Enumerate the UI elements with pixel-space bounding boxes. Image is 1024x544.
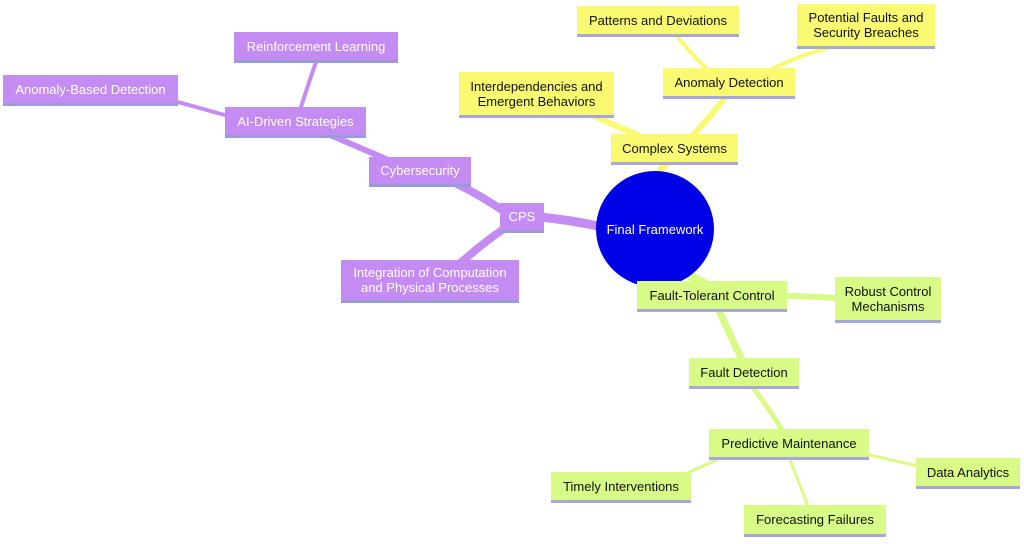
node-robust-control[interactable]: Robust Control Mechanisms xyxy=(835,277,941,323)
node-anomaly-detection[interactable]: Anomaly Detection xyxy=(663,68,795,99)
edge-cps-cybersecurity xyxy=(451,179,509,216)
node-timely-interventions[interactable]: Timely Interventions xyxy=(551,472,691,503)
edge-faulttolerant-detection xyxy=(714,304,746,364)
node-label: Anomaly Detection xyxy=(674,74,784,90)
node-fault-detection[interactable]: Fault Detection xyxy=(689,358,799,389)
node-label: Reinforcement Learning xyxy=(246,38,386,54)
node-label: Fault Detection xyxy=(700,364,788,380)
node-cybersecurity[interactable]: Cybersecurity xyxy=(369,157,471,187)
edge-complex-anomaly xyxy=(687,94,728,141)
node-label: Predictive Maintenance xyxy=(721,435,857,451)
node-label: Forecasting Failures xyxy=(756,512,874,527)
node-reinforcement-learning[interactable]: Reinforcement Learning xyxy=(234,32,398,63)
node-label: Patterns and Deviations xyxy=(588,12,728,28)
edge-ai-reinforcement xyxy=(298,60,318,112)
node-label: Robust Control Mechanisms xyxy=(844,283,932,314)
node-forecasting-failures[interactable]: Forecasting Failures xyxy=(744,505,886,537)
node-ai-driven-strategies[interactable]: AI-Driven Strategies xyxy=(225,107,366,138)
node-predictive-maintenance[interactable]: Predictive Maintenance xyxy=(709,429,869,460)
node-label: Fault-Tolerant Control xyxy=(649,287,775,303)
node-label: AI-Driven Strategies xyxy=(237,113,354,129)
node-fault-tolerant-control[interactable]: Fault-Tolerant Control xyxy=(637,281,787,312)
node-label: CPS xyxy=(508,209,536,224)
node-cps[interactable]: CPS xyxy=(500,203,544,233)
node-potential-faults[interactable]: Potential Faults and Security Breaches xyxy=(797,4,935,49)
edge-anomaly-patterns xyxy=(674,33,710,72)
node-label: Timely Interventions xyxy=(563,478,679,494)
edge-anomaly-faults xyxy=(768,46,830,72)
root-label: Final Framework xyxy=(606,221,704,237)
edge-ai-anomaly xyxy=(172,99,230,118)
node-patterns-deviations[interactable]: Patterns and Deviations xyxy=(577,6,739,37)
root-node-final-framework[interactable]: Final Framework xyxy=(596,171,714,287)
node-integration[interactable]: Integration of Computation and Physical … xyxy=(341,260,519,303)
node-data-analytics[interactable]: Data Analytics xyxy=(916,458,1020,489)
node-interdependencies[interactable]: Interdependencies and Emergent Behaviors xyxy=(459,72,614,118)
node-label: Interdependencies and Emergent Behaviors xyxy=(470,78,603,109)
node-label: Integration of Computation and Physical … xyxy=(353,265,507,295)
node-label: Anomaly-Based Detection xyxy=(15,81,166,97)
node-label: Complex Systems xyxy=(622,140,727,156)
edge-predictive-forecasting xyxy=(788,458,810,508)
node-complex-systems[interactable]: Complex Systems xyxy=(611,134,738,165)
node-label: Data Analytics xyxy=(926,464,1010,480)
node-label: Potential Faults and Security Breaches xyxy=(808,10,924,40)
edge-root-cps xyxy=(535,212,603,231)
node-label: Cybersecurity xyxy=(380,163,460,178)
edge-faulttolerant-robust xyxy=(777,293,839,301)
node-anomaly-based-detection[interactable]: Anomaly-Based Detection xyxy=(3,75,178,106)
edge-detection-predictive xyxy=(749,383,785,433)
